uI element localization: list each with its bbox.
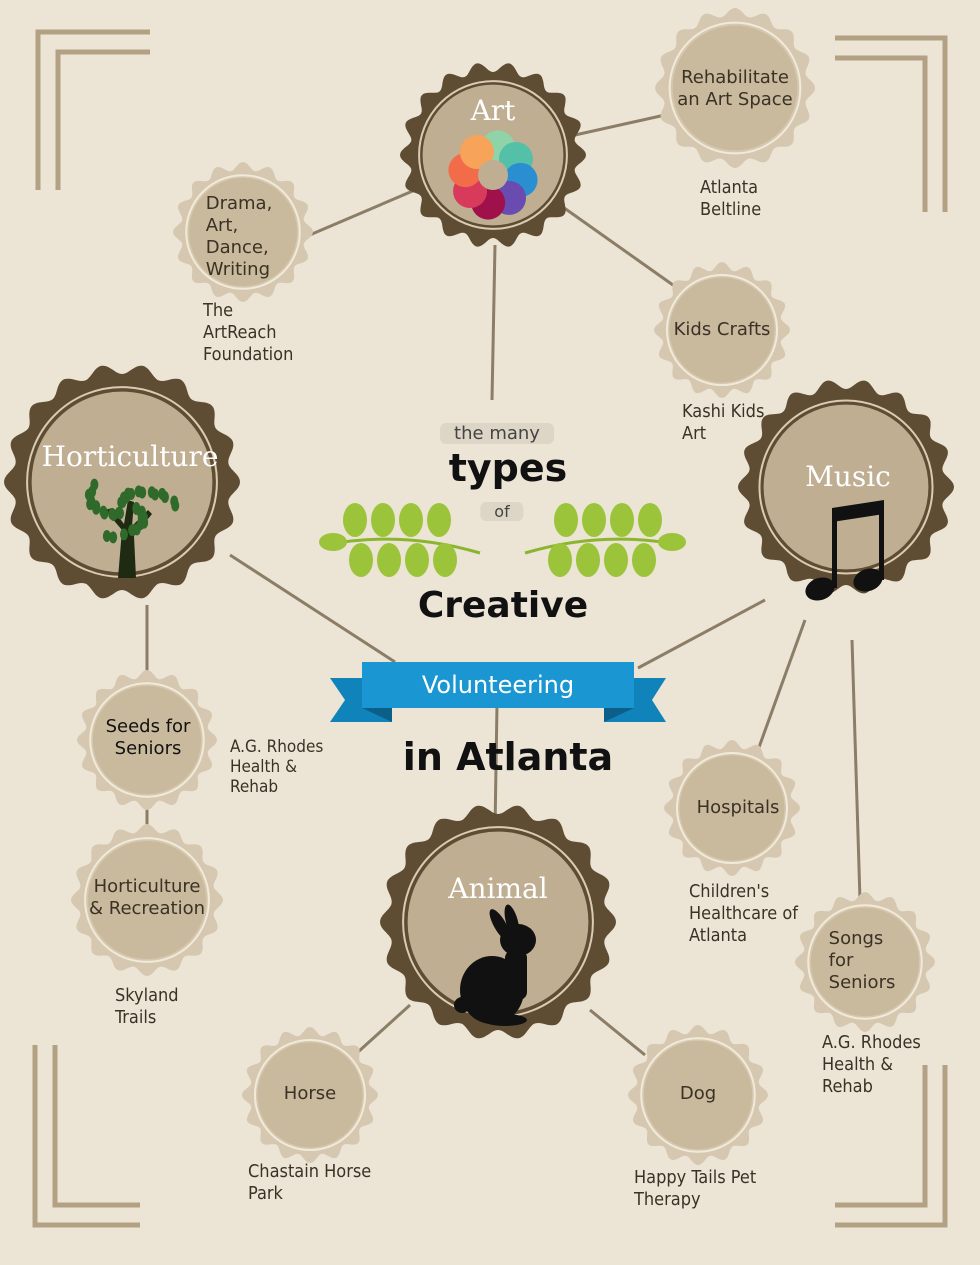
activity-badge[interactable] — [795, 892, 935, 1032]
activity-badge[interactable] — [242, 1027, 378, 1163]
color-wheel-icon — [448, 130, 538, 220]
activity-label[interactable]: Horse — [283, 1083, 337, 1104]
activity-badge[interactable] — [628, 1025, 768, 1165]
org-caption: A.G. Rhodes Health & Rehab — [230, 737, 324, 797]
badge-music[interactable] — [738, 380, 954, 594]
activity-label[interactable]: Hospitals — [696, 797, 780, 818]
tree-icon — [84, 478, 180, 578]
music-notes-icon — [805, 500, 884, 601]
category-horticulture[interactable]: Horticulture — [41, 440, 219, 473]
badge-horticulture[interactable] — [4, 365, 240, 599]
leaf-branches-icon — [319, 503, 686, 577]
org-caption: Chastain Horse Park — [248, 1161, 372, 1204]
title-creative: Creative — [417, 585, 589, 626]
corner-brackets — [32, 29, 948, 1228]
activity-label[interactable]: Drama, Art, Dance, Writing — [205, 193, 273, 280]
activity-badge[interactable] — [654, 262, 790, 398]
activity-label[interactable]: Dog — [679, 1083, 717, 1104]
connector-lines — [145, 113, 862, 1057]
org-caption: Skyland Trails — [115, 985, 179, 1028]
category-music[interactable]: Music — [805, 460, 891, 493]
activity-badge[interactable] — [71, 824, 223, 976]
volunteering-ribbon: Volunteering — [362, 662, 634, 708]
title-types: types — [448, 446, 568, 490]
activity-badge[interactable] — [655, 8, 815, 168]
title-the-many: the many — [440, 423, 554, 444]
org-caption: Kashi Kids Art — [682, 401, 765, 444]
category-art[interactable]: Art — [470, 94, 516, 127]
activity-badge[interactable] — [77, 670, 217, 810]
activity-badge[interactable] — [664, 740, 800, 876]
org-caption: The ArtReach Foundation — [203, 300, 294, 365]
rabbit-icon — [454, 904, 536, 1026]
title-of: of — [480, 502, 524, 521]
title-volunteering: Volunteering — [421, 671, 575, 699]
title-in-atlanta: in Atlanta — [402, 735, 614, 779]
org-caption: Happy Tails Pet Therapy — [634, 1167, 757, 1210]
org-caption: Children's Healthcare of Atlanta — [689, 881, 798, 946]
activity-label[interactable]: Seeds for Seniors — [105, 716, 191, 759]
activity-label[interactable]: Horticulture & Recreation — [88, 876, 206, 919]
activity-label[interactable]: Songs for Seniors — [828, 928, 896, 993]
activity-label[interactable]: Rehabilitate an Art Space — [677, 67, 793, 110]
category-animal[interactable]: Animal — [448, 872, 548, 905]
activity-badge[interactable] — [173, 162, 313, 302]
org-caption: Atlanta Beltline — [700, 177, 762, 220]
org-caption: A.G. Rhodes Health & Rehab — [822, 1032, 921, 1097]
activity-label[interactable]: Kids Crafts — [673, 319, 771, 340]
